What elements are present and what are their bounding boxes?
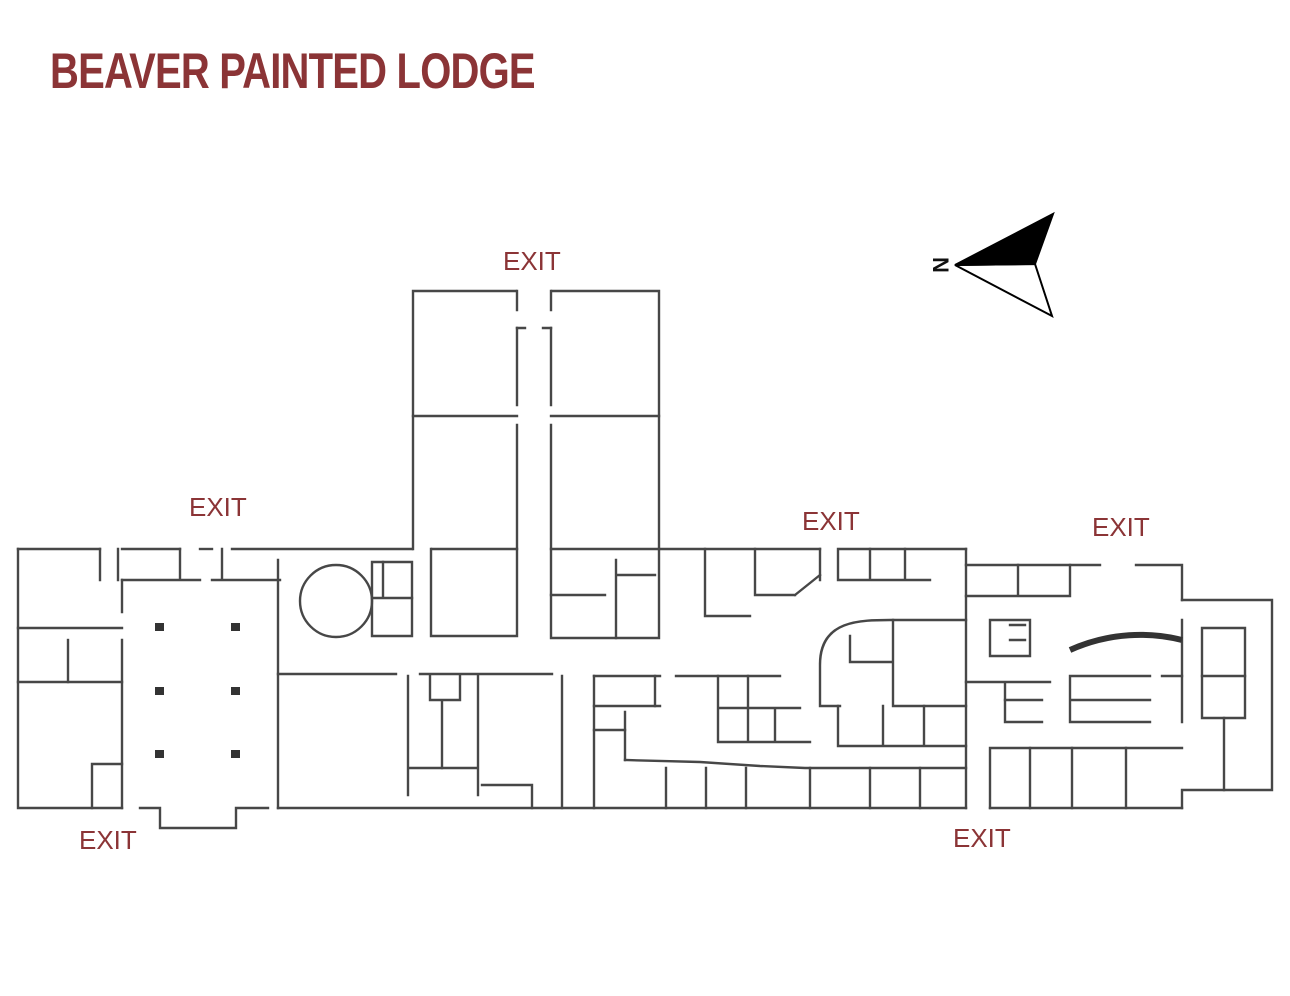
exit-label-east-upper: EXIT bbox=[1092, 512, 1150, 542]
exit-label-center-upper: EXIT bbox=[802, 506, 860, 536]
page-title: BEAVER PAINTED LODGE bbox=[50, 43, 536, 99]
exit-label-east-lower: EXIT bbox=[953, 823, 1011, 853]
exit-label-west-lower: EXIT bbox=[79, 825, 137, 855]
exit-label-north-wing: EXIT bbox=[503, 246, 561, 276]
north-arrow-icon bbox=[954, 211, 1055, 319]
east-rooms bbox=[818, 563, 1247, 810]
west-rooms bbox=[16, 547, 554, 810]
compass-north-label: N bbox=[928, 257, 953, 273]
central-rooms bbox=[406, 547, 968, 810]
outer-walls bbox=[16, 289, 1274, 830]
exit-label-west-upper: EXIT bbox=[189, 492, 247, 522]
